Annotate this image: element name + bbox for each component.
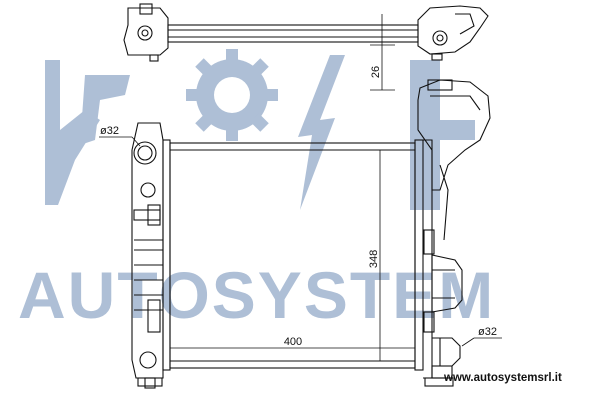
top-bracket (123, 3, 489, 62)
bracket-hole-left (137, 25, 153, 41)
bottom-mounts (137, 377, 454, 387)
inlet-diameter-label: ø32 (100, 125, 119, 137)
inlet-pipe (133, 141, 157, 165)
left-tank (131, 122, 171, 389)
watermark-brand-text: AUTOSYSTEM (18, 258, 495, 332)
top-bracket-right-end (417, 5, 489, 55)
top-bracket-left-end (123, 7, 169, 56)
outlet-diameter-label: ø32 (478, 326, 497, 338)
watermark-shape-right (410, 60, 475, 210)
dimension-width-label: 400 (284, 336, 302, 348)
outlet-pipe (432, 337, 461, 367)
dimension-height-label: 348 (368, 250, 380, 268)
top-bracket-bar (167, 24, 419, 43)
expansion-reservoir (417, 79, 491, 191)
dimension-height (372, 149, 388, 362)
website-url[interactable]: www.autosystemsrl.it (444, 372, 562, 384)
watermark-shape-mid-left (80, 75, 130, 145)
reservoir-cap (427, 79, 453, 91)
watermark-gear-icon (186, 49, 278, 141)
left-port-lower (139, 351, 157, 369)
left-port-upper (140, 182, 156, 198)
watermark-shape-left (45, 60, 100, 205)
dimension-top-offset (370, 14, 395, 91)
watermark-logo: AUTOSYSTEM (18, 49, 495, 332)
dimension-top-offset-label: 26 (370, 66, 382, 78)
outlet-diameter-callout (461, 337, 502, 347)
inlet-diameter-callout (99, 136, 141, 147)
watermark-lightning-icon (298, 55, 345, 210)
bracket-hole-right (432, 30, 448, 46)
